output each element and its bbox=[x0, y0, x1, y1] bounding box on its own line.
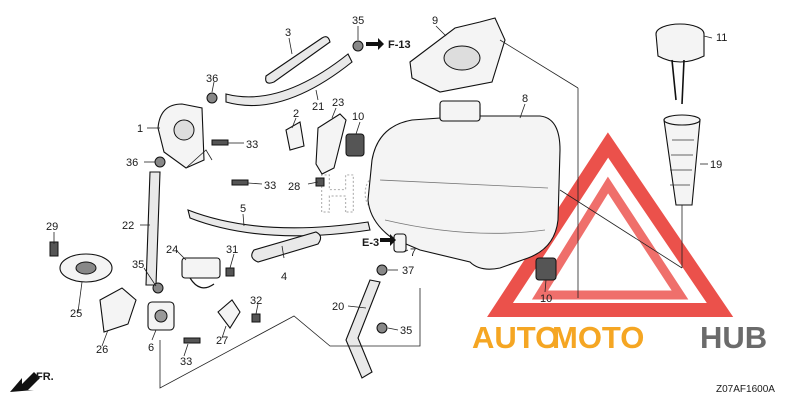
logo-hub: HUB bbox=[700, 320, 767, 355]
hose-3 bbox=[265, 36, 331, 84]
clip-2 bbox=[285, 121, 305, 151]
callout-7: 7 bbox=[410, 247, 416, 259]
callout-3: 3 bbox=[285, 27, 291, 39]
callout-27: 27 bbox=[216, 335, 228, 347]
fuel-tank bbox=[367, 100, 561, 270]
callout-4: 4 bbox=[281, 271, 287, 283]
callout-25: 25 bbox=[70, 308, 82, 320]
callout-36-a: 36 bbox=[206, 73, 218, 85]
callout-31: 31 bbox=[226, 244, 238, 256]
arrow-right-icon bbox=[366, 38, 384, 50]
callout-8: 8 bbox=[522, 93, 528, 105]
fuel-strainer bbox=[663, 114, 701, 206]
callout-33-b: 33 bbox=[264, 180, 276, 192]
callout-26: 26 bbox=[96, 344, 108, 356]
callout-20: 20 bbox=[332, 301, 344, 313]
ref-f13-label: F-13 bbox=[388, 39, 411, 51]
callout-10-lower: 10 bbox=[540, 293, 552, 305]
cup-25 bbox=[59, 253, 113, 283]
callout-2: 2 bbox=[293, 108, 299, 120]
callout-11: 11 bbox=[716, 32, 727, 44]
callout-36-b: 36 bbox=[126, 157, 138, 169]
callout-9: 9 bbox=[432, 15, 438, 27]
callout-33-a: 33 bbox=[246, 139, 258, 151]
callout-5: 5 bbox=[240, 203, 246, 215]
cushion-10-lower bbox=[535, 257, 557, 281]
part-callouts: 1 2 3 4 5 6 7 8 9 10 10 11 19 20 21 22 2… bbox=[46, 15, 727, 368]
front-arrow-icon bbox=[10, 372, 40, 392]
callout-33-c: 33 bbox=[180, 356, 192, 368]
callout-37: 37 bbox=[402, 265, 414, 277]
callout-23: 23 bbox=[332, 97, 344, 109]
callout-10-upper: 10 bbox=[352, 111, 364, 123]
front-indicator: FR. bbox=[10, 371, 54, 392]
leader-lines bbox=[53, 25, 713, 389]
callout-29: 29 bbox=[46, 221, 58, 233]
callout-1: 1 bbox=[137, 123, 143, 135]
callout-24: 24 bbox=[166, 244, 178, 256]
hose-22 bbox=[145, 171, 161, 286]
diagram-code: Z07AF1600A bbox=[716, 384, 775, 395]
front-label: FR. bbox=[36, 371, 54, 383]
reference-e3: E-3 bbox=[362, 234, 396, 249]
callout-35-c: 35 bbox=[400, 325, 412, 337]
arrow-right-icon bbox=[380, 234, 396, 246]
filler-cap bbox=[655, 23, 705, 63]
bracket-26 bbox=[99, 287, 137, 333]
logo-auto: AUTO bbox=[472, 320, 559, 355]
switch-24 bbox=[181, 257, 221, 289]
hose-clamps bbox=[152, 40, 388, 334]
hose-20 bbox=[345, 279, 381, 379]
callout-19: 19 bbox=[710, 159, 722, 171]
filter-7 bbox=[393, 233, 407, 253]
ref-e3-label: E-3 bbox=[362, 237, 379, 249]
bracket-23 bbox=[315, 113, 347, 175]
bolts bbox=[49, 139, 325, 344]
tank-top-bracket bbox=[409, 17, 506, 93]
automotohub-wordmark: AUTO MOTO HUB bbox=[472, 320, 767, 355]
reference-f13: F-13 bbox=[366, 38, 411, 51]
clip-27 bbox=[217, 299, 241, 329]
callout-35-b: 35 bbox=[132, 259, 144, 271]
callout-32: 32 bbox=[250, 295, 262, 307]
logo-moto: MOTO bbox=[552, 320, 644, 355]
callout-35-a: 35 bbox=[352, 15, 364, 27]
cushion-10-upper bbox=[345, 133, 365, 157]
hose-21 bbox=[225, 53, 353, 107]
hose-4 bbox=[251, 231, 322, 263]
fuel-cock bbox=[147, 301, 175, 331]
callout-21: 21 bbox=[312, 101, 324, 113]
fuel-joint bbox=[157, 103, 205, 169]
callout-22: 22 bbox=[122, 220, 134, 232]
callout-28: 28 bbox=[288, 181, 300, 193]
hose-5 bbox=[187, 209, 371, 237]
cap-strap bbox=[671, 59, 685, 105]
callout-6: 6 bbox=[148, 342, 154, 354]
